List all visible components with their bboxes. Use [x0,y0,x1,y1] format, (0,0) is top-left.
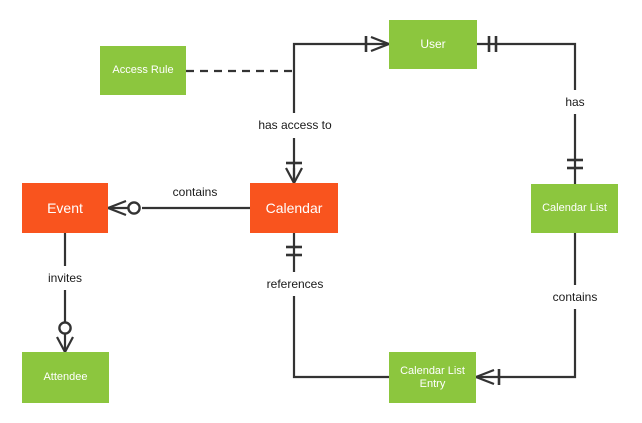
cardinality-user-right-double-tick [487,36,498,52]
edge-references-to-entry [292,296,389,379]
entity-calendar-list-label: Calendar List [542,202,607,215]
cardinality-attendee-zero-circle [58,321,72,335]
edge-user-to-calendar-list [477,42,577,90]
cardinality-calendar-bottom-double-tick [286,245,302,257]
edge-label-contains-event-calendar: contains [170,185,220,199]
edge-contains-to-entry [496,309,577,379]
cardinality-calendar-list-top-double-tick [567,158,583,170]
entity-calendar[interactable]: Calendar [250,183,338,233]
entity-attendee-label: Attendee [43,371,88,384]
entity-calendar-list-entry-label: Calendar List Entry [400,364,465,390]
cardinality-user-left-crowsfoot [370,35,390,53]
entity-calendar-label: Calendar [265,199,323,216]
entity-user[interactable]: User [389,20,477,69]
edge-label-has-access-to: has access to [256,118,334,132]
entity-access-rule[interactable]: Access Rule [100,46,186,95]
entity-event-label: Event [47,199,83,216]
entity-attendee[interactable]: Attendee [22,352,109,403]
cardinality-event-zero-circle [127,201,141,215]
cardinality-entry-right-crowsfoot [475,368,496,386]
edge-label-references: references [264,277,326,291]
edge-label-invites: invites [45,271,85,285]
cardinality-calendar-top-crowsfoot [285,167,303,184]
edge-label-contains-calendar-list: contains [550,290,600,304]
cardinality-event-crowsfoot [107,199,128,217]
entity-event[interactable]: Event [22,183,108,233]
cardinality-attendee-crowsfoot [56,334,74,353]
entity-calendar-list[interactable]: Calendar List [531,184,618,233]
edge-user-to-calendar [292,42,389,113]
entity-calendar-list-entry[interactable]: Calendar List Entry [389,352,476,403]
edge-label-has: has [563,95,587,109]
entity-access-rule-label: Access Rule [112,64,174,77]
entity-user-label: User [420,36,446,51]
